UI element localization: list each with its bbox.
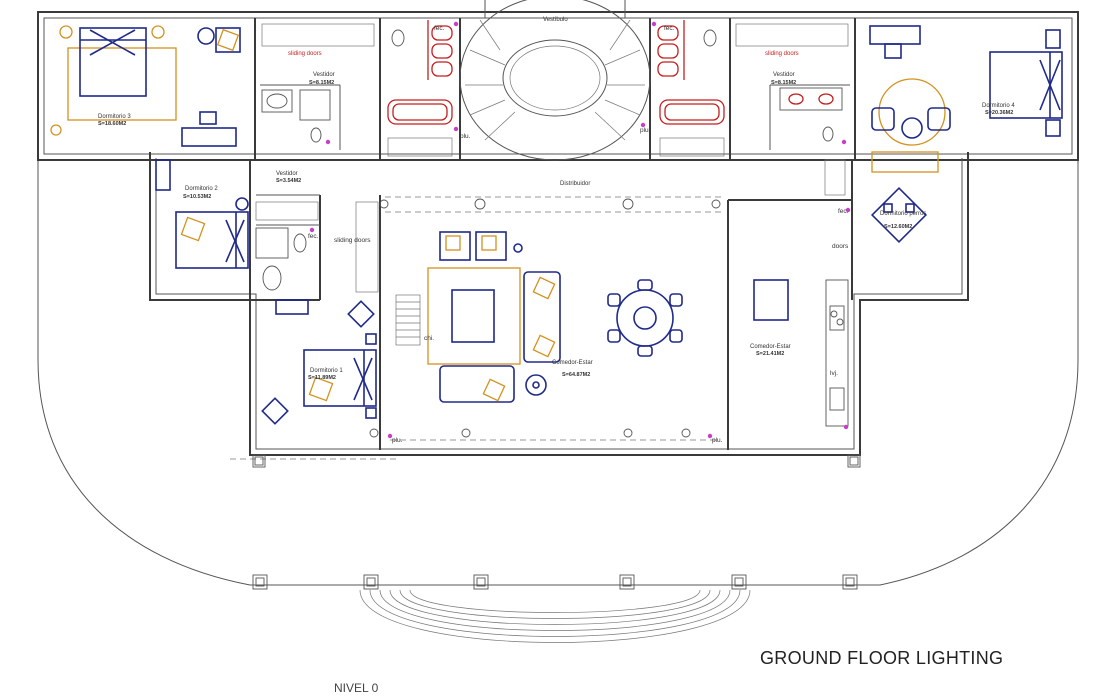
room-label-dormitorio-4: Dormitorio 4 [982,103,1015,109]
room-area-vestidor-left: S=8.15M2 [309,80,334,86]
note-plu-1: plu. [460,133,471,140]
kitchen-furniture [753,279,849,427]
room-label-vestidor-right: Vestidor [773,72,795,78]
note-fec-3: fec. [308,233,319,240]
room-area-dormitorio-1: S=11.89M2 [308,375,336,381]
room-label-dormitorio-1: Dormitorio 1 [310,368,343,374]
room-area-comedor-estar-right: S=21.41M2 [756,351,784,357]
room-area-dormitorio-perros: S=12.60M2 [884,224,912,230]
room-label-dormitorio-2: Dormitorio 2 [185,186,218,192]
note-plu-2: plu. [640,127,651,134]
toilets [255,29,834,291]
washbasin-right-vestidor [779,87,843,111]
room-area-dormitorio-2: S=10.53M2 [183,194,211,200]
dormitorio-1-furniture [261,299,377,425]
entrance-steps [359,589,751,643]
note-plu-4: plu. [712,437,723,444]
note-sliding-doors-mid: sliding doors [334,237,371,244]
level-label: NIVEL 0 [334,681,379,695]
dormitorio-2-furniture [155,159,249,269]
light-points [309,21,851,439]
columns [252,454,861,590]
room-area-comedor-estar-left: S=64.87M2 [562,372,590,378]
note-sliding-doors-left: sliding doors [288,51,322,57]
room-area-dormitorio-4: S=20.36M2 [985,110,1013,116]
note-doors: doors [832,243,849,250]
dormitorio-3-furniture [50,25,241,147]
room-label-comedor-estar-left: Comedor-Estar [552,360,593,366]
room-label-distribuidor: Distribuidor [560,181,590,187]
note-fec-2: fec. [664,25,675,32]
room-label-dormitorio-3: Dormitorio 3 [98,114,131,120]
beam-lines [230,196,725,460]
terrace-arc [37,160,1079,586]
note-sliding-doors-right: sliding doors [765,51,799,57]
room-label-dormitorio-perros: Dormitorio perros [880,211,926,217]
bathroom-right [657,20,725,125]
living-furniture [427,231,561,403]
dining-table [607,279,683,357]
room-label-vestidor-small: Vestidor [276,171,298,177]
bathroom-left [387,20,453,125]
drawing-title: GROUND FLOOR LIGHTING [760,648,1004,668]
spiral-staircase [459,0,651,161]
ceiling-lights [369,198,721,438]
building-outline [37,11,1079,456]
note-fec-4: fec. [838,208,849,215]
room-label-vestidor-left: Vestidor [313,72,335,78]
room-area-vestidor-right: S=8.15M2 [771,80,796,86]
room-label-vestibulo: Vestíbulo [543,17,568,23]
interior-walls [249,18,856,450]
note-chi: chi. [424,335,434,342]
dormitorio-4-furniture [869,25,1063,146]
wardrobes [255,23,849,293]
room-area-dormitorio-3: S=18.60M2 [98,121,126,127]
room-label-comedor-estar-right: Comedor-Estar [750,344,791,350]
note-fec-1: fec. [434,25,445,32]
dormitorio-perros-furniture [870,151,939,244]
note-lvj: lvj. [830,370,838,377]
service-stair [395,294,421,346]
note-plu-3: plu. [392,437,403,444]
room-area-vestidor-small: S=3.54M2 [276,178,301,184]
